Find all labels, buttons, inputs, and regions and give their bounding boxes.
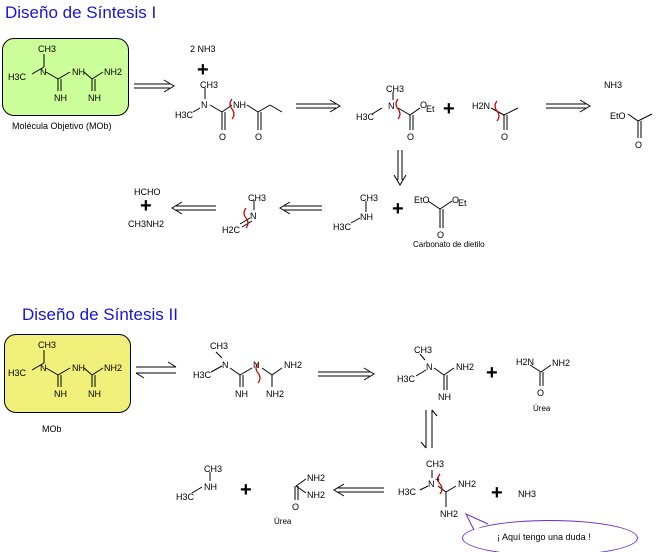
carbonato-caption: Carbonato de dietilo [413,240,485,249]
dmg-h3c: H3C [397,374,416,384]
dma-nh: NH [204,482,217,492]
dec-eto: EtO [414,195,430,205]
urea1-h2n: H2N [516,357,535,367]
urea2-caption: Úrea [274,517,292,526]
dma-h3c: H3C [176,492,195,502]
cat-plus-charge: + [435,475,440,484]
imine-ch3: CH3 [248,193,267,203]
mob1-nh-a: NH [54,93,67,103]
etac-eto: EtO [610,111,626,121]
int1-ch3: CH3 [200,80,219,90]
mob2-nh-a: NH [54,389,67,399]
etac-o: O [635,140,643,150]
int1-o-b: O [255,132,263,142]
bg-ch3: CH3 [210,341,229,351]
bg-nh2-bottom: NH2 [266,389,285,399]
imine-n: N [250,211,257,221]
dec-o-bottom: O [437,230,445,240]
cat-h3c: H3C [398,487,417,497]
mob1-nh-mid: NH [72,67,85,77]
cat-nh2-bottom: NH2 [440,509,459,519]
mob1-n: N [40,67,47,77]
bg-nh: NH [235,389,248,399]
carb-h3c: H3C [356,112,375,122]
imine-h2c: H2C [222,225,241,235]
dmg-n: N [426,362,433,372]
mob1-nh-b: NH [88,93,101,103]
mob2-n: N [40,363,47,373]
plus-7: + [240,479,252,501]
reagent-2nh3: 2 NH3 [190,44,216,54]
bg-n: N [222,360,229,370]
carb-o: O [407,132,415,142]
int1-nh: NH [233,100,246,110]
title-sintesis-2: Diseño de Síntesis II [22,305,178,324]
dma-ch3: CH3 [204,464,223,474]
plus-4: + [140,195,152,217]
plus-1: + [197,59,209,81]
int1-o-a: O [219,132,227,142]
ch3nh2: CH3NH2 [128,219,165,229]
mob1-ch3: CH3 [38,44,57,54]
dmg-nh: NH [438,392,451,402]
mob2-caption: MOb [42,424,62,434]
mob-box-2 [4,334,131,413]
mob1-caption: Molécula Objetivo (MOb) [12,121,112,131]
mob2-nh2: NH2 [104,363,123,373]
mob2-ch3: CH3 [38,340,57,350]
urea2-o: O [292,502,300,512]
ma-ch3: CH3 [360,193,379,203]
mob2-h3c: H3C [8,368,27,378]
cat-nh2-right: NH2 [458,479,477,489]
acet-h2n: H2N [472,101,491,111]
mob-box-1 [2,38,129,116]
dmg-ch3: CH3 [414,345,433,355]
carb-ch3: CH3 [386,84,405,94]
plus-6: + [491,482,503,504]
urea1-caption: Úrea [533,404,551,413]
mob1-nh2: NH2 [104,67,123,77]
bubble-text: ¡ Aquí tengo una duda ! [497,532,591,542]
bg-n2: N [253,360,260,370]
urea2-nh2-top: NH2 [307,473,326,483]
ma-h3c: H3C [333,222,352,232]
mob2-nh-mid: NH [72,363,85,373]
cat-n: N [428,479,435,489]
carb-n: N [388,101,395,111]
question-bubble [462,520,638,552]
urea1-o: O [537,388,545,398]
urea2-nh2-bottom: NH2 [307,490,326,500]
s2-nh3: NH3 [518,489,537,499]
carb-o-et: O [420,100,428,110]
dmg-nh2: NH2 [456,362,475,372]
bg-h3c: H3C [193,370,212,380]
plus-5: + [486,362,498,384]
ma-nh: NH [360,212,373,222]
s1-nh3: NH3 [604,80,623,90]
bg-nh2-top: NH2 [284,360,303,370]
int1-n: N [201,100,208,110]
plus-3: + [392,198,404,220]
hcho: HCHO [134,187,161,197]
carb-et: Et [426,104,435,114]
mob2-nh-b: NH [88,389,101,399]
mob1-h3c: H3C [8,72,27,82]
cat-ch3: CH3 [426,459,445,469]
urea1-nh2-top: NH2 [552,358,571,368]
dec-et: Et [458,198,467,208]
acet-o: O [501,132,509,142]
int1-h3c: H3C [175,110,194,120]
title-sintesis-1: Diseño de Síntesis I [5,3,157,22]
dec-o: O [452,195,460,205]
plus-2: + [443,98,455,120]
